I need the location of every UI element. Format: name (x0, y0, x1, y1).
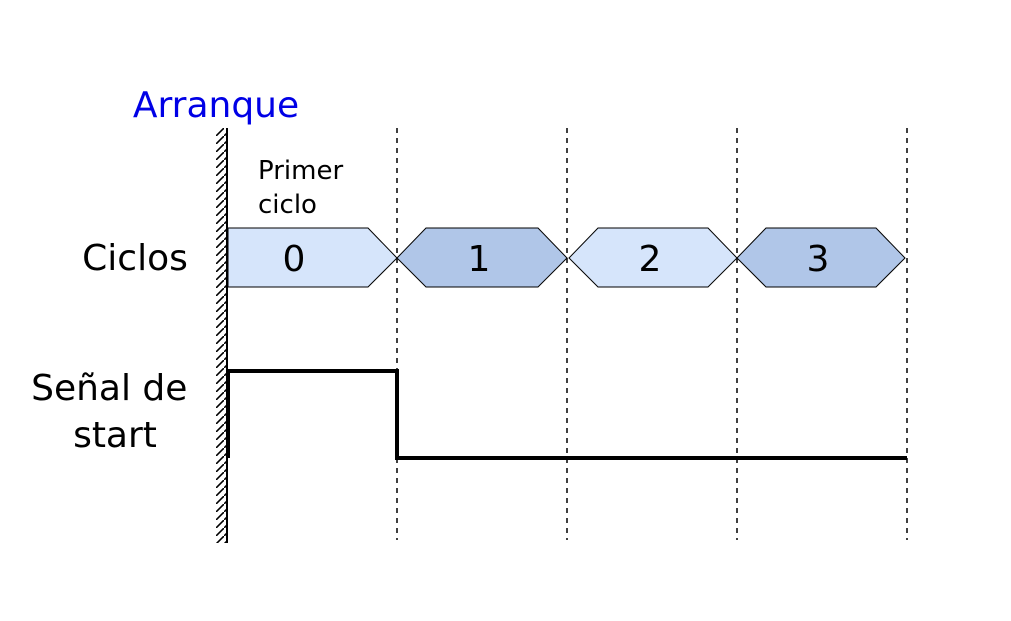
start-signal-waveform (226, 369, 907, 460)
cycle-0: 0 (227, 227, 398, 288)
first-cycle-label: Primer ciclo (258, 156, 351, 220)
row-label-start-signal-line-2: start (73, 415, 157, 456)
row-label-start-signal: Señal de start (31, 368, 199, 456)
row-label-cycles: Ciclos (82, 238, 188, 279)
cycle-boundaries (396, 128, 908, 540)
cycle-0-label: 0 (283, 239, 306, 280)
row-label-start-signal-line-1: Señal de (31, 368, 187, 409)
first-cycle-label-line-2: ciclo (258, 190, 317, 220)
cycle-2: 2 (568, 227, 738, 288)
cycle-2-label: 2 (639, 239, 662, 280)
cycle-1-shape (396, 227, 568, 288)
cycle-3: 3 (736, 227, 906, 288)
first-cycle-label-line-1: Primer (258, 156, 343, 186)
diagram-title: Arranque (133, 85, 299, 126)
cycle-3-label: 3 (807, 239, 830, 280)
start-wall-hatch (216, 128, 227, 543)
cycle-1-label: 1 (468, 239, 491, 280)
cycle-1: 1 (396, 227, 568, 288)
cycle-3-shape (736, 227, 906, 288)
cycle-0-shape (227, 227, 398, 288)
